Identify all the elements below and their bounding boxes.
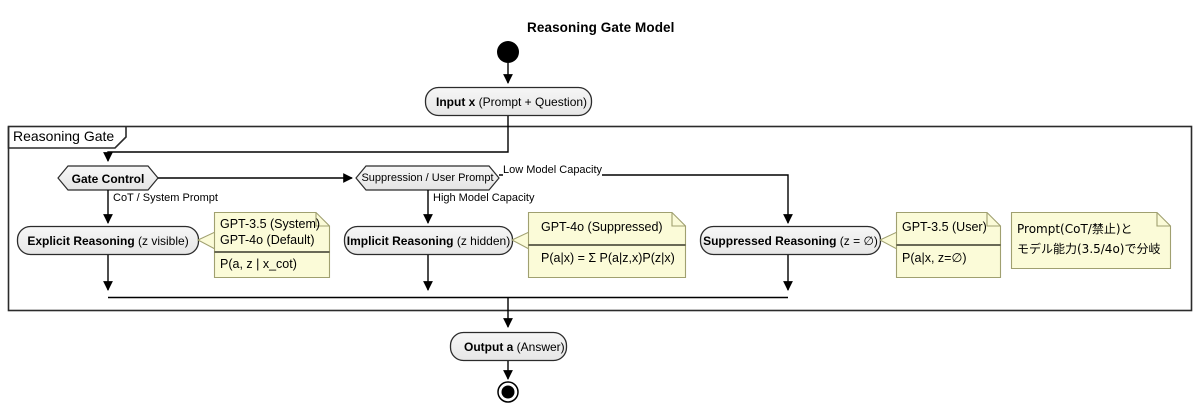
suppressed-reasoning-note (895, 211, 1002, 279)
input-node-label: Input x (Prompt + Question) (436, 95, 587, 109)
input-node (424, 86, 593, 117)
explicit-reasoning-sub: (z visible) (138, 234, 189, 248)
output-node-label-rest: (Answer) (513, 340, 565, 354)
end-node (497, 381, 519, 403)
suppressed-reasoning-label: Suppressed Reasoning (z = ∅) (701, 234, 880, 248)
explicit-note-formula: P(a, z | x_cot) (220, 257, 297, 271)
page-title: Reasoning Gate Model (527, 20, 675, 35)
explicit-reasoning-name: Explicit Reasoning (27, 234, 135, 248)
reasoning-gate-frame-label: Reasoning Gate (13, 128, 115, 144)
suppressed-reasoning-sub: (z = ∅) (839, 234, 878, 248)
output-node-label: Output a (Answer) (464, 340, 565, 354)
summary-note-line-2: モデル能力(3.5/4o)で分岐 (1017, 242, 1161, 256)
gate-control-label-text: Gate Control (71, 172, 145, 186)
suppression-decision (355, 165, 500, 191)
gate-control-label: Gate Control (62, 172, 154, 186)
output-node (449, 331, 568, 362)
explicit-note-line-1: GPT-3.5 (System) (220, 217, 321, 231)
suppression-label: Suppression / User Prompt (360, 172, 495, 184)
input-node-label-rest: (Prompt + Question) (475, 95, 588, 109)
implicit-reasoning-note (527, 211, 687, 279)
edge-input-to-gate-control (103, 116, 509, 162)
implicit-reasoning-label: Implicit Reasoning (z hidden) (345, 234, 512, 248)
suppressed-note-line-1: GPT-3.5 (User) (902, 220, 987, 234)
implicit-reasoning-name: Implicit Reasoning (346, 234, 454, 248)
explicit-reasoning-note (213, 211, 331, 279)
implicit-note-line-1: GPT-4o (Suppressed) (541, 220, 663, 234)
summary-note-line-1: Prompt(CoT/禁止)と (1017, 222, 1133, 236)
output-node-label-bold: Output a (464, 340, 514, 354)
suppression-label-text: Suppression / User Prompt (361, 172, 494, 184)
edge-label-high-model-capacity: High Model Capacity (433, 192, 535, 204)
input-node-label-bold: Input x (436, 95, 476, 109)
reasoning-gate-frame (7, 125, 1193, 312)
summary-note (1010, 211, 1172, 270)
implicit-reasoning-sub: (z hidden) (456, 234, 511, 248)
suppressed-reasoning-name: Suppressed Reasoning (703, 234, 837, 248)
implicit-note-formula: P(a|x) = Σ P(a|z,x)P(z|x) (541, 251, 675, 265)
start-node (497, 41, 519, 63)
edge-label-low-model-capacity: Low Model Capacity (503, 164, 603, 176)
explicit-reasoning-label: Explicit Reasoning (z visible) (18, 234, 198, 248)
suppressed-note-formula: P(a|x, z=∅) (902, 251, 967, 265)
explicit-note-line-2: GPT-4o (Default) (220, 233, 315, 247)
edge-label-cot-system-prompt: CoT / System Prompt (113, 192, 218, 204)
